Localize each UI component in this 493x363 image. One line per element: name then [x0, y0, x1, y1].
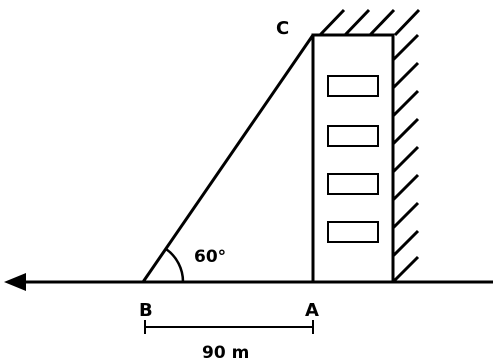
distance-measure [144, 320, 314, 334]
wall-hatching [318, 8, 421, 284]
angle-arc [165, 247, 185, 283]
window-1 [327, 75, 379, 97]
window-2 [327, 125, 379, 147]
point-label-b: B [139, 300, 153, 321]
angle-label: 60° [194, 247, 226, 267]
point-label-c: C [276, 18, 289, 39]
sight-line-bc [141, 34, 315, 283]
distance-label: 90 m [202, 343, 249, 363]
window-3 [327, 173, 379, 195]
point-label-a: A [305, 300, 319, 321]
building [311, 33, 395, 284]
window-4 [327, 221, 379, 243]
arrow-left-icon [4, 273, 26, 291]
